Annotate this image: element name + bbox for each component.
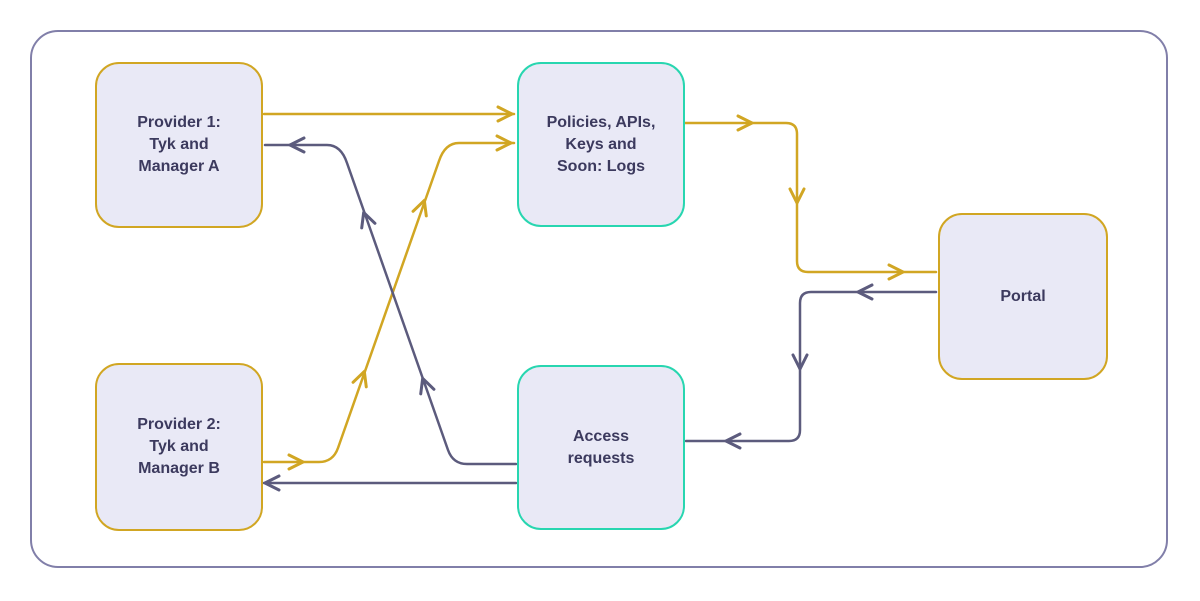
node-provider-1-line-1: Provider 1: [137,114,221,131]
node-provider-1-label: Provider 1: Tyk and Manager A [137,112,221,178]
node-access-requests-line-1: Access [572,427,630,445]
node-access-requests-label: Access requests [568,426,635,470]
node-provider-2: Provider 2: Tyk and Manager B [95,363,263,531]
node-portal: Portal [938,213,1108,380]
node-provider-2-line-1: Provider 2: [137,416,221,433]
edge-access-to-provider2 [262,474,518,492]
node-policies-apis-keys: Policies, APIs, Keys and Soon: Logs [517,62,685,227]
node-policies-line-1: Policies, APIs, [546,113,656,131]
node-provider-2-label: Provider 2: Tyk and Manager B [137,414,221,480]
node-provider-2-line-3: Manager B [138,460,220,477]
node-provider-1-line-2: Tyk and [149,136,209,153]
node-policies-label: Policies, APIs, Keys and Soon: Logs [547,112,656,178]
edge-provider2-to-policies [262,134,516,471]
node-access-requests-line-2: requests [567,449,635,467]
edge-provider1-to-policies [262,105,516,123]
edge-portal-to-access [684,283,938,450]
edge-policies-to-portal [682,114,938,281]
node-access-requests: Access requests [517,365,685,530]
node-portal-label: Portal [1000,286,1045,308]
node-policies-line-3: Soon: Logs [557,157,645,175]
diagram-frame [30,30,1168,568]
node-portal-line-1: Portal [1000,287,1046,305]
node-provider-2-line-2: Tyk and [149,438,209,455]
node-provider-1-line-3: Manager A [138,158,220,175]
node-provider-1: Provider 1: Tyk and Manager A [95,62,263,228]
edge-access-to-provider1 [263,136,518,466]
node-policies-line-2: Keys and [565,135,637,153]
